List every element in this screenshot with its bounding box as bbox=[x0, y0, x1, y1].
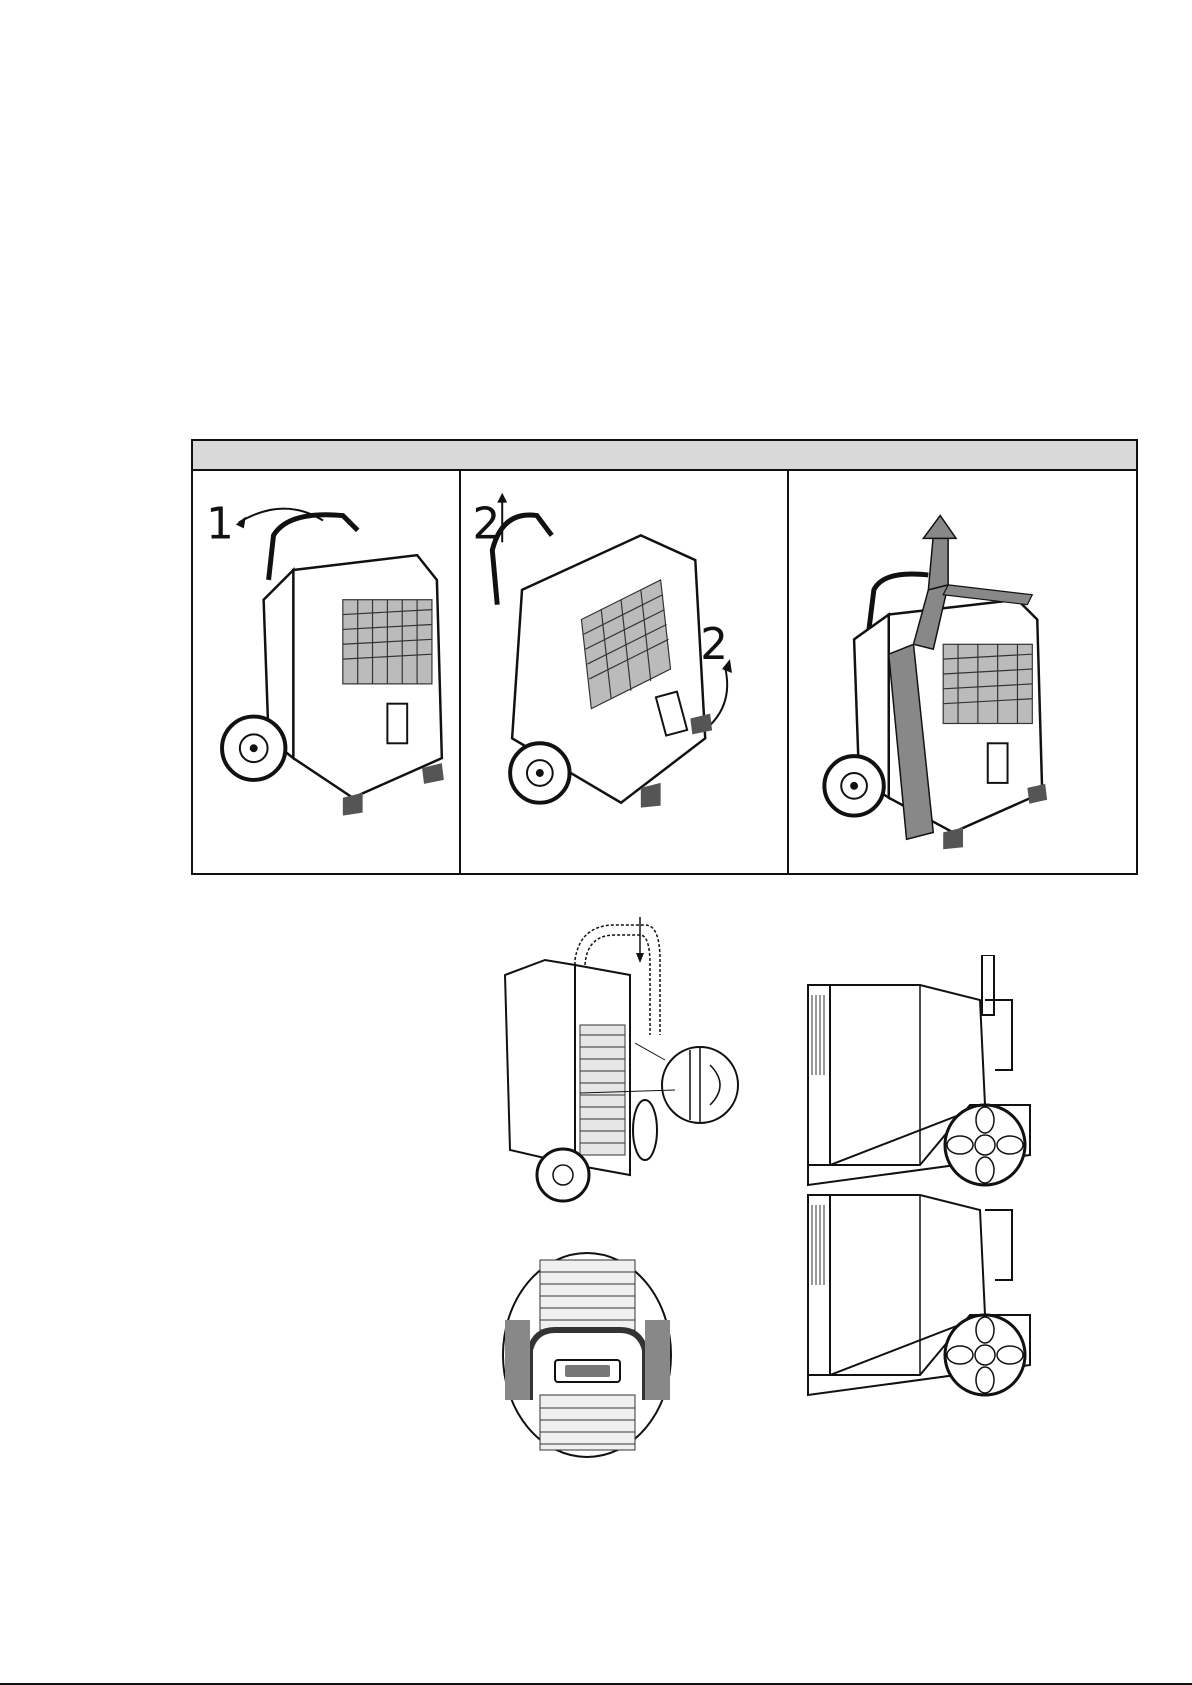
step-1-label: 1 bbox=[206, 499, 234, 549]
strap-removal-steps-table: 1 bbox=[191, 439, 1138, 875]
table-header-bar bbox=[193, 441, 1136, 471]
dehumidifier-strap-illustration bbox=[789, 471, 1136, 873]
lower-unit bbox=[808, 1195, 1030, 1395]
strap-removal-panel bbox=[789, 471, 1136, 873]
step-1-panel: 1 bbox=[193, 471, 461, 873]
step-2-tilt-label: 2 bbox=[700, 620, 728, 670]
handle-insertion-illustration bbox=[495, 915, 755, 1215]
stacked-units-side-view-illustration bbox=[800, 955, 1035, 1415]
handle-lock-detail-illustration bbox=[500, 1250, 675, 1460]
upper-unit bbox=[808, 955, 1030, 1185]
step-2-panel: 2 2 bbox=[461, 471, 789, 873]
dehumidifier-tilt-illustration: 2 2 bbox=[461, 471, 787, 873]
dehumidifier-handle-fold-illustration: 1 bbox=[193, 471, 459, 873]
